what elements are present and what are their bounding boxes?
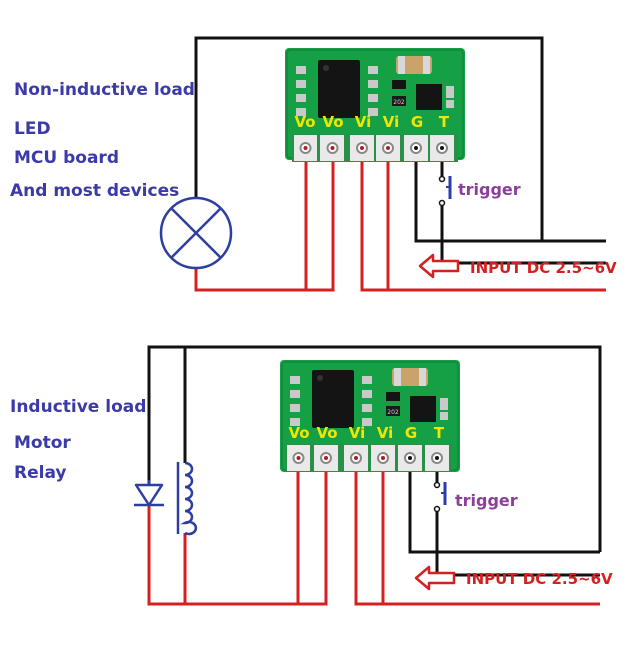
bottom-load-relay: Relay xyxy=(14,463,66,483)
top-pin-label-5: G xyxy=(411,113,423,131)
left-arrow-icon xyxy=(414,565,456,591)
top-trigger-label: trigger xyxy=(458,180,521,199)
bottom-pin-label-6: T xyxy=(434,424,445,442)
ic-chip-icon xyxy=(312,370,354,428)
push-button-icon[interactable] xyxy=(438,175,452,207)
bottom-input-label: INPUT DC 2.5~6V xyxy=(466,570,613,588)
pin-4 xyxy=(371,445,395,471)
coil-icon xyxy=(176,461,198,536)
left-arrow-icon xyxy=(418,253,460,279)
top-red-wires xyxy=(194,148,606,292)
pin-2 xyxy=(314,445,338,471)
top-pin-label-3: Vi xyxy=(355,113,372,131)
bottom-circuit: 202 Vo Vo xyxy=(10,345,613,606)
top-pin-label-6: T xyxy=(439,113,450,131)
pin-3 xyxy=(344,445,368,471)
push-button-icon[interactable] xyxy=(433,481,447,513)
pin-1 xyxy=(294,135,317,161)
top-load-title: Non-inductive load xyxy=(14,80,195,100)
top-pin-label-2: Vo xyxy=(322,113,343,131)
top-pin-label-1: Vo xyxy=(294,113,315,131)
bottom-trigger-label: trigger xyxy=(455,491,518,510)
bottom-red-wires xyxy=(147,458,600,606)
top-chip-marking: 202 xyxy=(393,99,405,106)
top-load-devices: And most devices xyxy=(10,181,179,201)
bottom-pin-label-5: G xyxy=(405,424,417,442)
bottom-pin-label-3: Vi xyxy=(349,424,366,442)
ic-chip-icon xyxy=(318,60,360,118)
top-input-label: INPUT DC 2.5~6V xyxy=(470,259,617,277)
top-pin-label-4: Vi xyxy=(383,113,400,131)
pin-6 xyxy=(430,135,454,161)
bottom-pin-header xyxy=(287,445,449,471)
bottom-pin-label-2: Vo xyxy=(316,424,337,442)
bottom-pcb-module: 202 Vo Vo xyxy=(280,360,460,472)
diode-icon xyxy=(134,480,164,507)
top-pin-header xyxy=(294,135,454,161)
top-load-mcu: MCU board xyxy=(14,148,119,168)
pin-5 xyxy=(398,445,422,471)
top-load-led: LED xyxy=(14,119,51,139)
bottom-pin-label-4: Vi xyxy=(377,424,394,442)
pin-1 xyxy=(287,445,310,471)
pin-4 xyxy=(376,135,400,161)
bottom-load-title: Inductive load xyxy=(10,397,146,417)
lamp-icon xyxy=(159,196,233,270)
pin-5 xyxy=(404,135,428,161)
top-pcb-module: 202 Vo xyxy=(285,48,465,162)
bottom-load-motor: Motor xyxy=(14,433,71,453)
top-circuit: 202 Vo xyxy=(10,36,617,292)
pin-3 xyxy=(350,135,374,161)
pin-6 xyxy=(425,445,449,471)
pin-2 xyxy=(320,135,344,161)
bottom-chip-marking: 202 xyxy=(387,409,399,416)
bottom-pin-label-1: Vo xyxy=(288,424,309,442)
